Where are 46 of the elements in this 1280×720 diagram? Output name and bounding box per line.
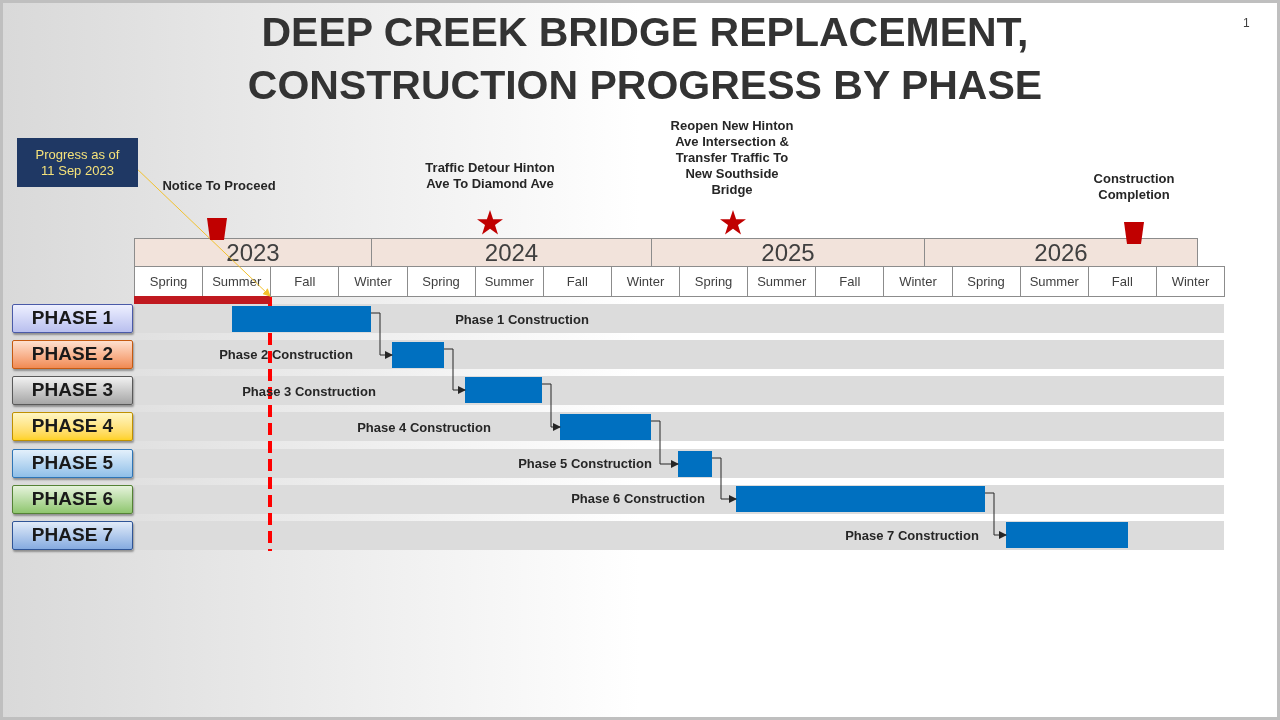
milestone-label: Construction Completion (1092, 171, 1176, 203)
progress-bar (134, 296, 270, 304)
task-label: Phase 1 Construction (455, 311, 589, 330)
task-label: Phase 6 Construction (571, 490, 705, 509)
phase-label: PHASE 7 (12, 521, 133, 550)
season-header: Winter (1155, 266, 1225, 297)
season-header: Fall (542, 266, 612, 297)
title: DEEP CREEK BRIDGE REPLACEMENT, CONSTRUCTION PROGRESS BY PHASE (246, 8, 1044, 110)
leader-line (137, 169, 271, 297)
dependency-arrow (650, 420, 679, 468)
dependency-arrow (984, 492, 1007, 539)
phase-label: PHASE 3 (12, 376, 133, 405)
task-bar (232, 306, 371, 332)
season-header: Spring (406, 266, 476, 297)
milestone-label: Reopen New Hinton Ave Intersection & Transfer Traffic To New Southside Bridge (669, 118, 795, 198)
year-header: 2026 (924, 238, 1198, 267)
year-header: 2023 (134, 238, 372, 267)
season-header: Fall (270, 266, 340, 297)
year-header: 2024 (371, 238, 652, 267)
dependency-arrow (370, 312, 393, 359)
task-label: Phase 2 Construction (219, 346, 353, 365)
task-bar (1006, 522, 1128, 548)
dependency-arrow (541, 383, 561, 431)
phase-label: PHASE 6 (12, 485, 133, 514)
task-label: Phase 7 Construction (845, 527, 979, 546)
year-header: 2025 (651, 238, 925, 267)
task-bar (465, 377, 542, 403)
dependency-arrow (443, 348, 466, 394)
phase-label: PHASE 5 (12, 449, 133, 478)
status-date-box: Progress as of 11 Sep 2023 (17, 138, 138, 187)
dependency-arrow (711, 457, 737, 503)
milestone-label: Traffic Detour Hinton Ave To Diamond Ave (424, 160, 556, 192)
task-bar (678, 451, 712, 477)
phase-label: PHASE 4 (12, 412, 133, 441)
milestone-label: Notice To Proceed (161, 178, 277, 194)
task-bar (392, 342, 444, 368)
season-header: Spring (134, 266, 204, 297)
season-header: Winter (338, 266, 408, 297)
page-number: 1 (1243, 15, 1250, 32)
task-label: Phase 4 Construction (357, 419, 491, 438)
task-bar (560, 414, 651, 440)
task-bar (736, 486, 985, 512)
task-label: Phase 5 Construction (518, 455, 652, 474)
season-header: Summer (474, 266, 544, 297)
phase-label: PHASE 2 (12, 340, 133, 369)
phase-label: PHASE 1 (12, 304, 133, 333)
